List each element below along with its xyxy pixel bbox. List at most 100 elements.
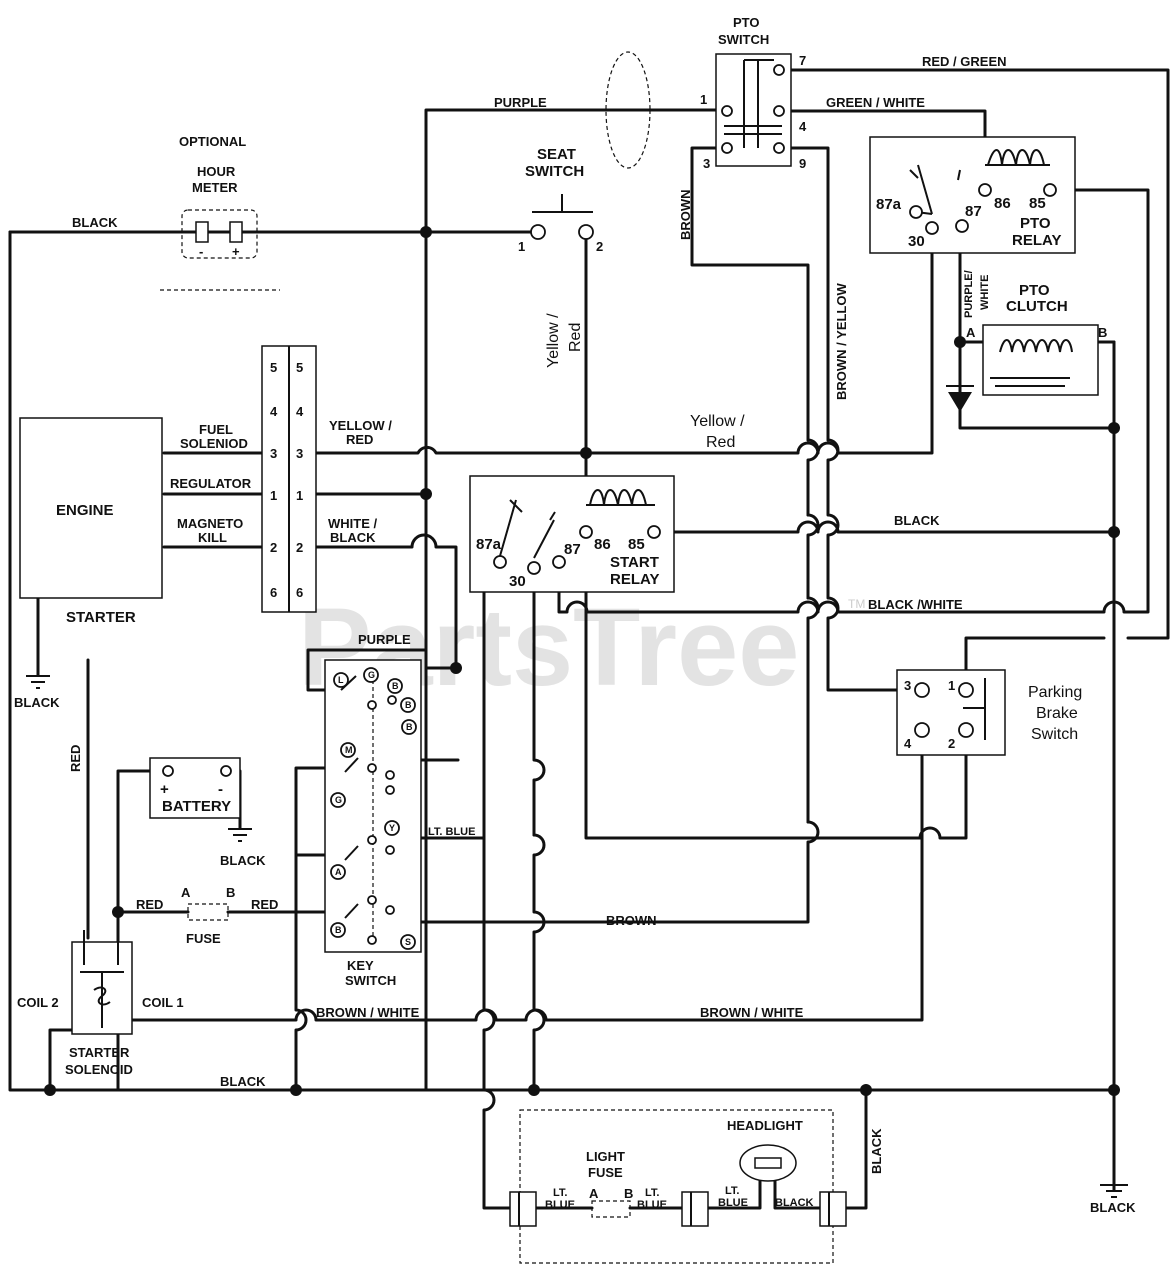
starter-label: STARTER — [66, 609, 136, 626]
start-relay-body — [469, 475, 675, 593]
start-relay-pin — [493, 555, 507, 569]
junction — [44, 1084, 56, 1096]
key-terminal-circle — [330, 864, 346, 880]
label-black-ground-left: BLACK — [14, 695, 60, 710]
connector-pin-number: 1 — [270, 488, 277, 503]
wire-brown-upper — [690, 146, 810, 442]
magneto-label-2: KILL — [198, 530, 227, 545]
battery-terminal — [162, 765, 174, 777]
starter-solenoid-contacts — [80, 930, 124, 1028]
seat-switch: SEAT SWITCH 1 2 — [518, 146, 603, 254]
pto-relay-pin-87: 87 — [965, 203, 982, 220]
label-black-headlight: BLACK — [775, 1197, 814, 1209]
wire-diode-loop — [958, 340, 1116, 430]
ground-symbols — [26, 675, 1128, 1198]
label-brown-white-2: BROWN / WHITE — [700, 1005, 804, 1020]
light-fuse-b: B — [624, 1186, 633, 1201]
key-terminal-circle — [400, 934, 416, 950]
seat-switch-pin — [578, 224, 594, 240]
pto-clutch: PTO CLUTCH A B — [946, 282, 1107, 412]
coil-1-label: COIL 1 — [142, 995, 184, 1010]
seat-switch-pin — [530, 224, 546, 240]
start-relay: 87a 30 87 86 85 START RELAY — [469, 475, 675, 593]
engine-label: ENGINE — [56, 502, 114, 519]
parking-brake-title-1: Parking — [1028, 684, 1082, 701]
start-relay-pin — [647, 525, 661, 539]
pto-switch-pin-4: 4 — [799, 119, 807, 134]
wire-brown-yellow — [777, 146, 830, 442]
label-purple-white-2: WHITE — [979, 275, 991, 310]
pto-relay-pin-30: 30 — [908, 233, 925, 250]
label-yellow-red-h1: YELLOW / — [329, 418, 392, 433]
start-relay-contact — [499, 499, 556, 559]
start-relay-title-1: START — [610, 554, 659, 571]
connector-pin-number: 6 — [296, 585, 303, 600]
label-brown-white-1: BROWN / WHITE — [316, 1005, 420, 1020]
engine-connector — [261, 345, 317, 613]
key-wiper-arm — [344, 757, 359, 773]
label-black-bottom: BLACK — [220, 1074, 266, 1089]
start-relay-pin-86: 86 — [594, 536, 611, 553]
fuse-label: FUSE — [186, 931, 221, 946]
watermark-tm: TM — [848, 597, 865, 611]
pto-switch-pin-1: 1 — [700, 92, 707, 107]
hour-meter: OPTIONAL HOUR METER - + — [160, 134, 280, 291]
connector-pin-number: 4 — [270, 404, 278, 419]
start-relay-pin — [527, 561, 541, 575]
wire-key-bus — [294, 853, 308, 1092]
parking-brake-pin — [958, 682, 974, 698]
pto-switch-title-1: PTO — [733, 15, 760, 30]
label-red-2: RED — [251, 897, 278, 912]
key-contact — [367, 763, 377, 773]
connector-pin-number: 3 — [296, 446, 303, 461]
start-relay-pin-87a: 87a — [476, 536, 502, 553]
pto-switch-knob-outline — [605, 51, 651, 169]
key-terminal-circle — [401, 719, 417, 735]
wires — [8, 68, 1170, 1210]
pto-switch-pin — [721, 105, 733, 117]
junction — [420, 226, 432, 238]
connector-pin-number: 2 — [296, 540, 303, 555]
headlight-bulb — [754, 1157, 782, 1169]
parking-brake-pin-4: 4 — [904, 736, 912, 751]
label-black-top: BLACK — [72, 215, 118, 230]
key-terminal-circle — [363, 667, 379, 683]
pto-switch-contacts — [724, 59, 782, 148]
wire-yellow-red-h — [162, 233, 934, 455]
pto-clutch-title-1: PTO — [1019, 282, 1050, 299]
junction — [954, 336, 966, 348]
key-terminal-letter: B — [406, 722, 413, 732]
label-red-green: RED / GREEN — [922, 54, 1007, 69]
junction — [1108, 526, 1120, 538]
diode-icon — [948, 392, 972, 412]
hour-meter-title-2: METER — [192, 180, 238, 195]
start-relay-pin — [552, 555, 566, 569]
junction — [528, 1084, 540, 1096]
label-white-black-2: BLACK — [330, 530, 376, 545]
hour-meter-minus: - — [199, 244, 203, 259]
wire-red-green — [784, 68, 1170, 640]
battery-terminal — [220, 765, 232, 777]
key-terminal-letter: M — [345, 745, 353, 755]
parking-brake-pin — [914, 722, 930, 738]
label-lt-2: LT. — [645, 1187, 659, 1199]
key-terminal-letter: G — [368, 670, 375, 680]
parking-brake-actuator — [963, 678, 986, 740]
pto-relay-pin-87a: 87a — [876, 196, 902, 213]
pto-switch-pin-7: 7 — [799, 53, 806, 68]
label-brown-v: BROWN — [678, 189, 693, 240]
junctions — [44, 226, 1120, 1096]
parking-brake-pin — [914, 682, 930, 698]
pto-relay-pin-85: 85 — [1029, 195, 1046, 212]
key-contact — [367, 835, 377, 845]
pto-clutch-b: B — [1098, 325, 1107, 340]
label-lt-blue: LT. BLUE — [428, 826, 475, 838]
pto-switch-pin — [773, 64, 785, 76]
key-wiper-arm — [344, 845, 359, 861]
label-brown-yellow: BROWN / YELLOW — [834, 283, 849, 400]
hour-meter-terminal — [229, 221, 243, 243]
key-terminal-circle — [333, 672, 349, 688]
parking-brake-pin-1: 1 — [948, 678, 955, 693]
